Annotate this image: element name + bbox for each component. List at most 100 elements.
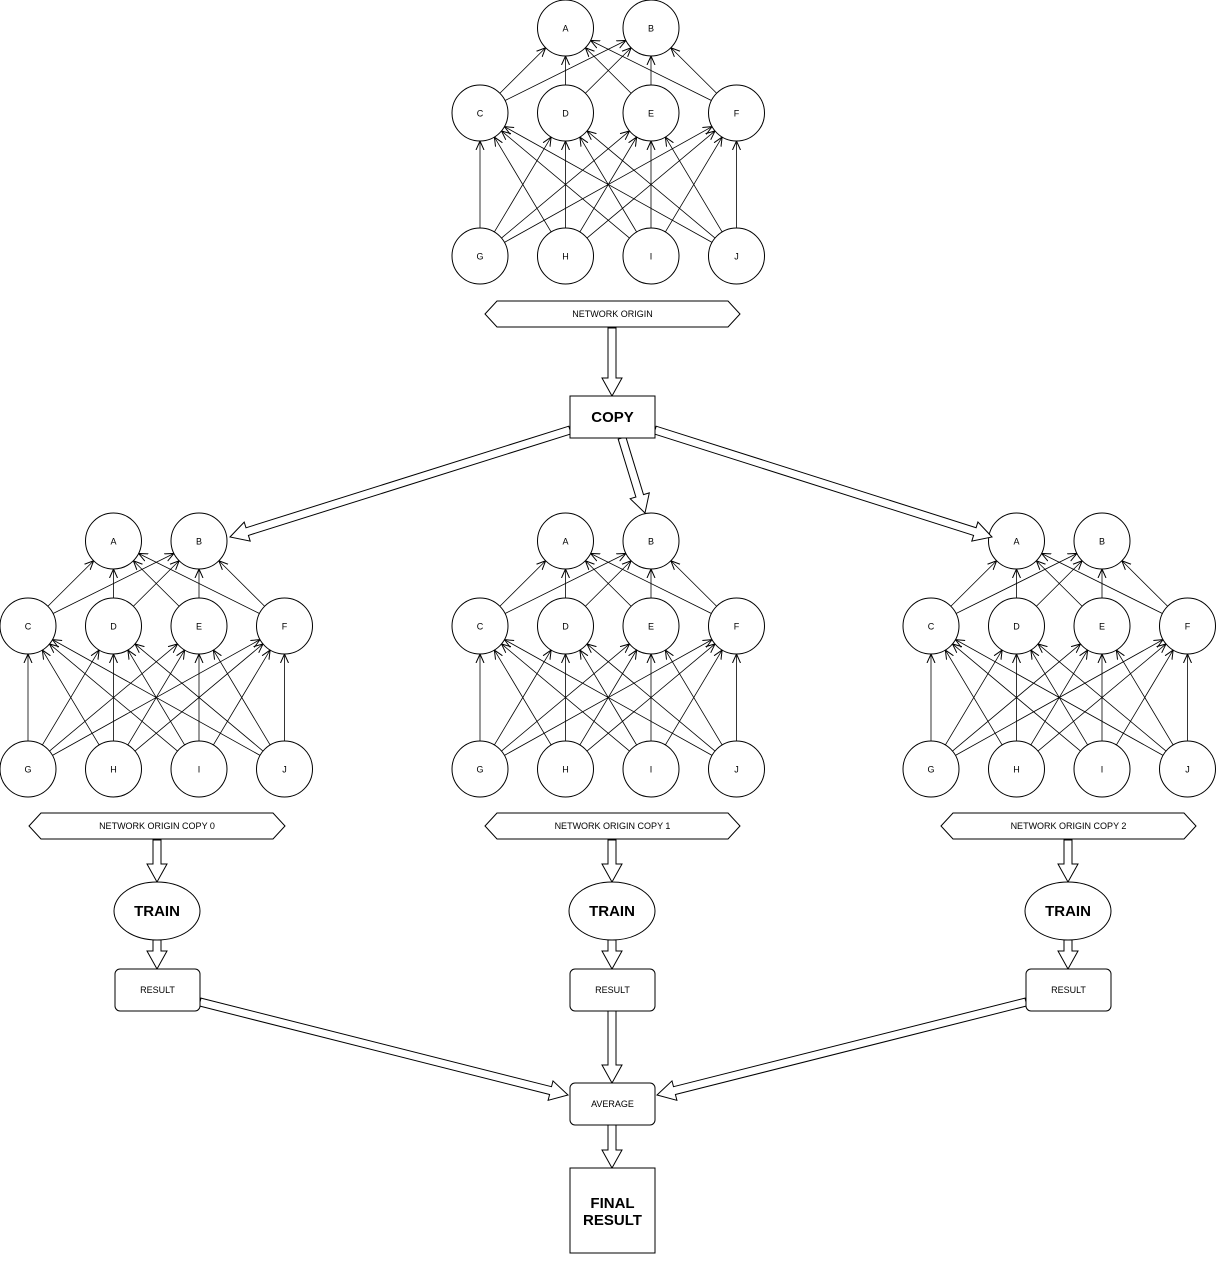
node-label: B: [648, 24, 654, 34]
node-label: C: [928, 622, 935, 632]
node-label: A: [562, 537, 568, 547]
banner-label: NETWORK ORIGIN COPY 2: [1011, 821, 1127, 831]
node-label: G: [476, 765, 483, 775]
node-label: J: [734, 252, 739, 262]
node-H: H: [85, 740, 142, 798]
node-label: G: [24, 765, 31, 775]
node-D: D: [988, 597, 1045, 655]
edge-I-C: [952, 644, 1081, 752]
edge-J-E: [1116, 650, 1174, 746]
node-label: I: [1101, 765, 1104, 775]
node-label: E: [1099, 622, 1105, 632]
node-label: H: [110, 765, 117, 775]
arrow-copy0-to-train: [146, 839, 168, 884]
node-E: E: [1073, 597, 1131, 655]
edge-F-B: [1122, 561, 1168, 607]
node-D: D: [85, 597, 142, 655]
node-label: G: [927, 765, 934, 775]
node-label: C: [477, 109, 484, 119]
flow-arrows: [146, 327, 1079, 1170]
network-banners: NETWORK ORIGIN NETWORK ORIGIN COPY 0 NETWO…: [28, 300, 1197, 840]
node-F: F: [708, 84, 765, 142]
node-H: H: [537, 740, 594, 798]
node-G: G: [451, 740, 509, 798]
final-result-line1: FINAL: [590, 1195, 634, 1212]
edge-J-D: [587, 644, 716, 752]
node-E: E: [622, 84, 680, 142]
node-label: F: [1185, 622, 1191, 632]
node-label: A: [110, 537, 116, 547]
edge-H-C: [494, 650, 552, 746]
train-label: TRAIN: [134, 903, 180, 920]
result-box-1: RESULT: [569, 968, 656, 1012]
edge-E-A: [585, 561, 632, 607]
node-label: H: [562, 252, 569, 262]
node-label: F: [734, 109, 740, 119]
node-J: J: [256, 740, 313, 798]
arrow-average-to-final: [601, 1124, 623, 1170]
node-F: F: [1159, 597, 1216, 655]
banner-label: NETWORK ORIGIN COPY 1: [555, 821, 671, 831]
edge-F-B: [219, 561, 265, 607]
node-label: I: [650, 765, 653, 775]
train-node-0: TRAIN: [113, 881, 201, 941]
node-label: D: [110, 622, 117, 632]
edge-J-E: [665, 650, 723, 746]
node-label: F: [734, 622, 740, 632]
node-D: D: [537, 597, 594, 655]
node-G: G: [902, 740, 960, 798]
node-D: D: [537, 84, 594, 142]
network-banner-copy2: NETWORK ORIGIN COPY 2: [940, 812, 1197, 840]
node-label: I: [650, 252, 653, 262]
edge-F-A: [139, 553, 260, 614]
edge-H-C: [945, 650, 1003, 746]
copy-label: COPY: [591, 409, 634, 426]
edge-I-C: [501, 131, 630, 239]
edge-H-C: [42, 650, 100, 746]
edge-F-B: [671, 561, 717, 607]
average-box: AVERAGE: [569, 1082, 656, 1126]
average-label: AVERAGE: [591, 1099, 634, 1109]
node-label: B: [1099, 537, 1105, 547]
node-label: G: [476, 252, 483, 262]
node-label: C: [477, 622, 484, 632]
result-box-2: RESULT: [1025, 968, 1112, 1012]
node-J: J: [708, 740, 765, 798]
edge-J-E: [665, 137, 723, 233]
node-I: I: [1073, 740, 1131, 798]
network-banner-origin: NETWORK ORIGIN: [484, 300, 741, 328]
edge-F-A: [591, 40, 712, 101]
node-label: E: [648, 109, 654, 119]
network-banner-copy0: NETWORK ORIGIN COPY 0: [28, 812, 286, 840]
arrow-copy-to-copy1: [617, 436, 650, 514]
edge-J-C: [504, 127, 713, 243]
edge-J-D: [587, 131, 716, 239]
edge-C-A: [47, 561, 94, 607]
arrow-result0-to-average: [198, 997, 569, 1102]
node-I: I: [622, 227, 680, 285]
arrow-copy-to-copy0: [229, 425, 572, 542]
node-F: F: [256, 597, 313, 655]
node-I: I: [622, 740, 680, 798]
edge-I-C: [49, 644, 178, 752]
node-C: C: [451, 597, 509, 655]
arrow-copy-to-copy2: [653, 425, 993, 542]
node-label: J: [282, 765, 287, 775]
edge-E-A: [133, 561, 180, 607]
node-label: I: [198, 765, 201, 775]
node-I: I: [170, 740, 228, 798]
arrow-train1-to-result: [601, 939, 623, 971]
node-label: B: [196, 537, 202, 547]
node-A: A: [537, 512, 594, 570]
edge-F-A: [1042, 553, 1163, 614]
arrow-train0-to-result: [146, 939, 168, 971]
copy-box: COPY: [569, 395, 656, 439]
result-label: RESULT: [595, 985, 630, 995]
node-H: H: [988, 740, 1045, 798]
banner-label: NETWORK ORIGIN: [572, 309, 653, 319]
node-C: C: [451, 84, 509, 142]
edge-F-A: [591, 553, 712, 614]
node-B: B: [1073, 512, 1131, 570]
